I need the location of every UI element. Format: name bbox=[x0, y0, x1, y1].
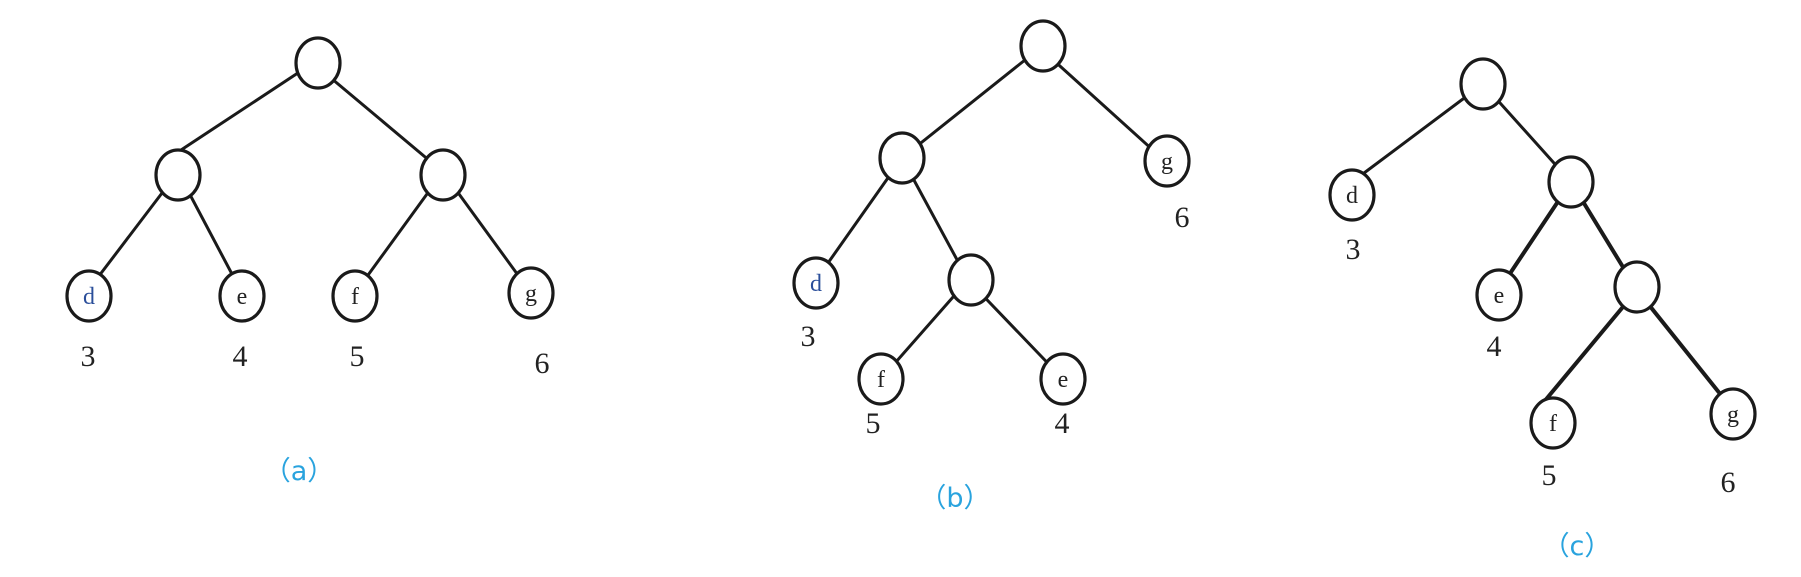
node-c-internal-upper bbox=[1547, 155, 1595, 209]
leaf-node-b-f bbox=[857, 352, 905, 406]
leaf-node-c-e bbox=[1475, 268, 1523, 322]
weight-b-f: 5 bbox=[866, 407, 881, 440]
leaf-label-b-e: e bbox=[1058, 367, 1069, 393]
leaf-node-c-f bbox=[1529, 396, 1577, 450]
leaf-node-c-d bbox=[1328, 168, 1376, 222]
weight-a-d: 3 bbox=[81, 340, 96, 373]
edge-b-root-left bbox=[901, 46, 1041, 160]
weight-b-d: 3 bbox=[801, 320, 816, 353]
weight-c-f: 5 bbox=[1542, 459, 1557, 492]
edge-b-root-g bbox=[1038, 46, 1167, 163]
leaf-node-a-d bbox=[65, 269, 113, 323]
caption-b: （b） bbox=[919, 483, 990, 514]
weight-a-e: 4 bbox=[233, 340, 248, 373]
leaf-node-c-g bbox=[1709, 387, 1757, 441]
node-b-internal-left bbox=[878, 131, 926, 185]
edge-c-lower-g bbox=[1635, 288, 1735, 412]
leaf-label-a-f: f bbox=[351, 284, 359, 310]
node-b-root bbox=[1019, 19, 1067, 73]
leaf-node-a-e bbox=[218, 269, 266, 323]
leaf-label-a-d: d bbox=[83, 284, 95, 310]
weight-b-e: 4 bbox=[1055, 407, 1070, 440]
edge-c-root-d bbox=[1351, 82, 1484, 184]
weight-a-g: 6 bbox=[535, 347, 550, 380]
caption-a: （a） bbox=[264, 456, 335, 487]
leaf-node-a-g bbox=[507, 266, 555, 320]
leaf-node-a-f bbox=[331, 269, 379, 323]
weight-c-d: 3 bbox=[1346, 233, 1361, 266]
weight-a-f: 5 bbox=[350, 340, 365, 373]
leaf-label-c-d: d bbox=[1346, 183, 1358, 209]
leaf-label-a-e: e bbox=[237, 284, 248, 310]
node-c-root bbox=[1459, 57, 1507, 111]
edge-c-lower-f bbox=[1541, 288, 1639, 405]
leaf-label-c-e: e bbox=[1494, 283, 1505, 309]
node-a-internal-left bbox=[154, 148, 202, 202]
node-a-internal-right bbox=[419, 148, 467, 202]
leaf-node-b-g bbox=[1143, 134, 1191, 188]
tree-b: d g f e 3 6 5 4 （b） bbox=[792, 19, 1191, 514]
edge-a-root-left bbox=[177, 61, 314, 154]
node-c-internal-lower bbox=[1613, 260, 1661, 314]
leaf-label-a-g: g bbox=[525, 281, 537, 307]
tree-a: d e f g 3 4 5 6 （a） bbox=[65, 36, 555, 487]
node-a-root bbox=[294, 36, 342, 90]
leaf-label-c-g: g bbox=[1727, 402, 1739, 428]
leaf-label-c-f: f bbox=[1549, 411, 1557, 437]
leaf-label-b-d: d bbox=[810, 271, 822, 297]
node-b-internal-lower bbox=[947, 253, 995, 307]
weight-c-g: 6 bbox=[1721, 466, 1736, 499]
tree-c: d e f g 3 4 5 6 （c） bbox=[1328, 57, 1757, 562]
leaf-node-b-e bbox=[1039, 352, 1087, 406]
leaf-node-b-d bbox=[792, 256, 840, 310]
weight-b-g: 6 bbox=[1175, 201, 1190, 234]
weight-c-e: 4 bbox=[1487, 330, 1502, 363]
leaf-label-b-f: f bbox=[877, 367, 885, 393]
leaf-label-b-g: g bbox=[1161, 149, 1173, 175]
caption-c: （c） bbox=[1543, 531, 1612, 562]
